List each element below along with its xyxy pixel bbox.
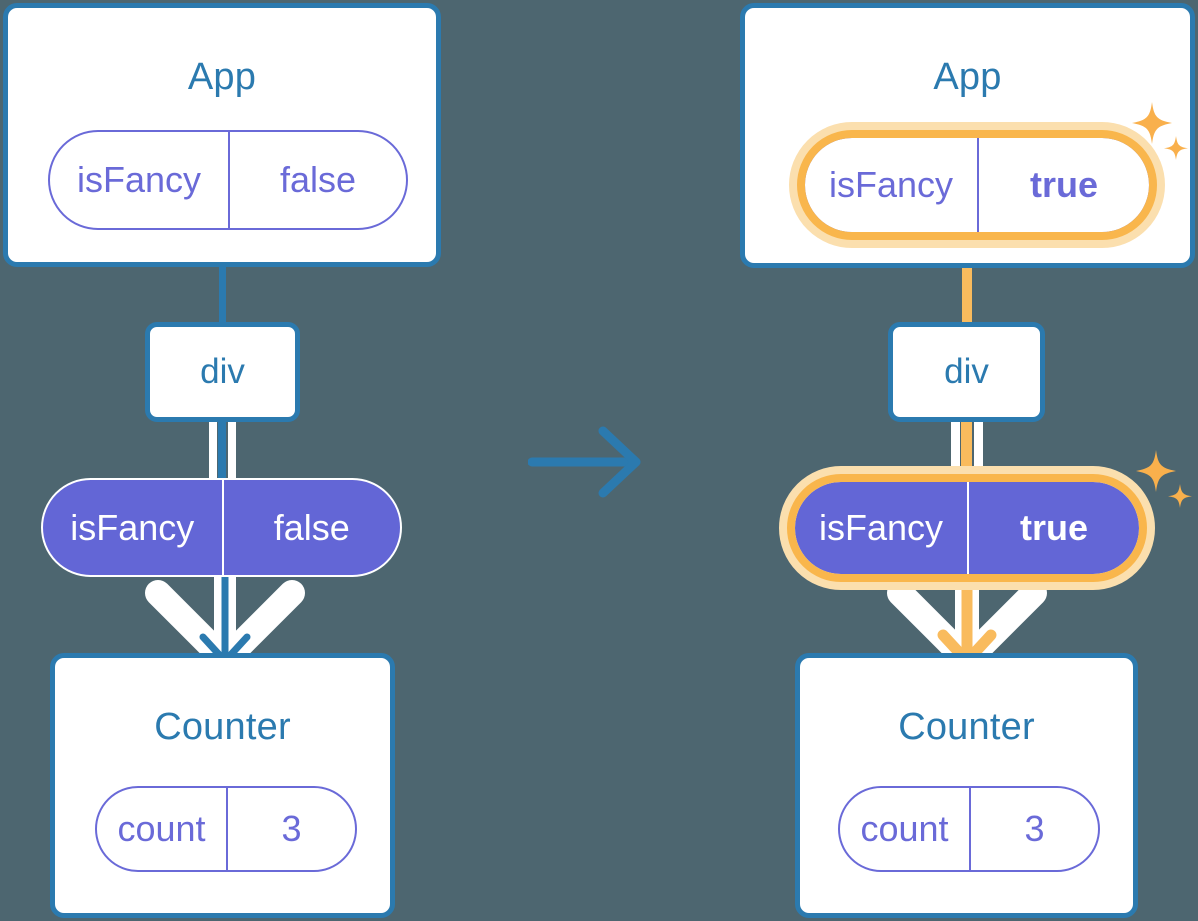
prop-flow-arrow-before <box>140 575 310 675</box>
prop-pill-before: isFancy false <box>41 478 402 577</box>
counter-title-after: Counter <box>898 706 1035 748</box>
counter-component-box-before: Counter count 3 <box>50 653 395 918</box>
connector-div-to-pill-left <box>218 420 226 495</box>
prop-pill-key-after: isFancy <box>818 507 944 548</box>
connector-div-to-pill-right <box>961 420 972 498</box>
counter-state-pill-after: count 3 <box>838 786 1100 872</box>
counter-state-key-after: count <box>860 808 949 849</box>
transition-right-arrow-icon <box>527 425 648 500</box>
connector-app-to-div-left <box>219 262 226 322</box>
counter-state-pill-before: count 3 <box>95 786 357 872</box>
app-state-value-before: false <box>228 132 406 228</box>
app-state-pill-before: isFancy false <box>48 130 408 230</box>
div-node-after: div <box>888 322 1045 422</box>
counter-component-box-after: Counter count 3 <box>795 653 1138 918</box>
connector-div-to-pill-white-right-a <box>951 420 960 498</box>
div-node-label-after: div <box>944 352 989 391</box>
app-component-box-after: App isFancy true <box>740 3 1195 268</box>
connector-div-to-pill-white-right-b <box>974 420 983 498</box>
sparkle-icon-app-after <box>1126 100 1188 170</box>
counter-state-value-after: 3 <box>969 788 1098 870</box>
app-title-after: App <box>933 56 1002 98</box>
prop-pill-key-before: isFancy <box>70 506 195 548</box>
app-state-pill-after: isFancy true <box>789 122 1165 248</box>
counter-state-value-before: 3 <box>226 788 355 870</box>
app-title-before: App <box>187 56 257 98</box>
div-node-before: div <box>145 322 300 422</box>
connector-div-to-pill-white-left-a <box>209 420 217 495</box>
app-state-key-after: isFancy <box>828 164 954 205</box>
app-state-value-after: true <box>977 138 1149 232</box>
counter-title-before: Counter <box>154 706 291 748</box>
app-component-box-before: App isFancy false <box>3 3 441 267</box>
connector-div-to-pill-white-left-b <box>228 420 236 495</box>
connector-app-to-div-right <box>962 222 972 324</box>
counter-state-key-before: count <box>117 808 206 849</box>
prop-pill-value-after: true <box>967 482 1139 574</box>
prop-pill-value-before: false <box>221 480 401 575</box>
sparkle-icon-prop-after <box>1130 448 1192 518</box>
prop-pill-after: isFancy true <box>779 466 1155 590</box>
div-node-label-before: div <box>200 352 245 391</box>
app-state-key-before: isFancy <box>76 159 202 200</box>
